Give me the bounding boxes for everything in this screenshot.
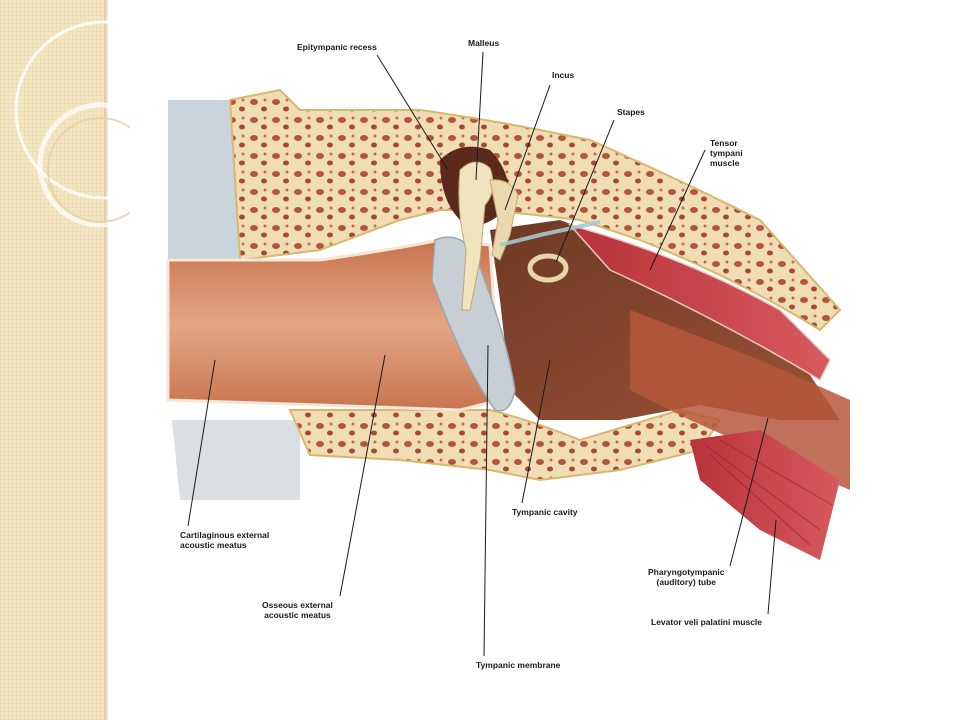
malleus [458, 161, 494, 311]
label-epitympanic-recess: Epitympanic recess [297, 42, 377, 52]
external-acoustic-meatus [166, 238, 502, 412]
pharyngotympanic-tube [630, 310, 850, 490]
label-stapes: Stapes [617, 107, 645, 117]
soft-tissue-left [168, 100, 240, 270]
temporal-bone-upper [228, 88, 842, 332]
label-cartilaginous-external-acoustic-meatus: Cartilaginous external acoustic meatus [180, 530, 270, 550]
decorative-rings [14, 20, 130, 228]
label-malleus: Malleus [468, 38, 500, 48]
soft-tissue-lower-left [172, 420, 300, 500]
label-levator-veli-palatini-muscle: Levator veli palatini muscle [651, 617, 763, 627]
label-incus: Incus [552, 70, 575, 80]
ear-anatomy-illustration [166, 88, 850, 560]
tensor-tympani-muscle [567, 223, 831, 382]
label-pharyngotympanic-tube: Pharyngotympanic (auditory) tube [648, 567, 725, 587]
label-tensor-tympani-muscle: Tensor tympani muscle [710, 138, 743, 168]
stapes [527, 253, 569, 283]
temporal-bone-lower [288, 408, 722, 482]
label-tympanic-membrane: Tympanic membrane [476, 660, 561, 670]
panel-border [104, 0, 108, 720]
levator-veli-palatini-muscle [690, 430, 840, 560]
label-tympanic-cavity: Tympanic cavity [512, 507, 578, 517]
label-osseous-external-acoustic-meatus: Osseous external acoustic meatus [262, 600, 333, 620]
incus [489, 179, 519, 261]
